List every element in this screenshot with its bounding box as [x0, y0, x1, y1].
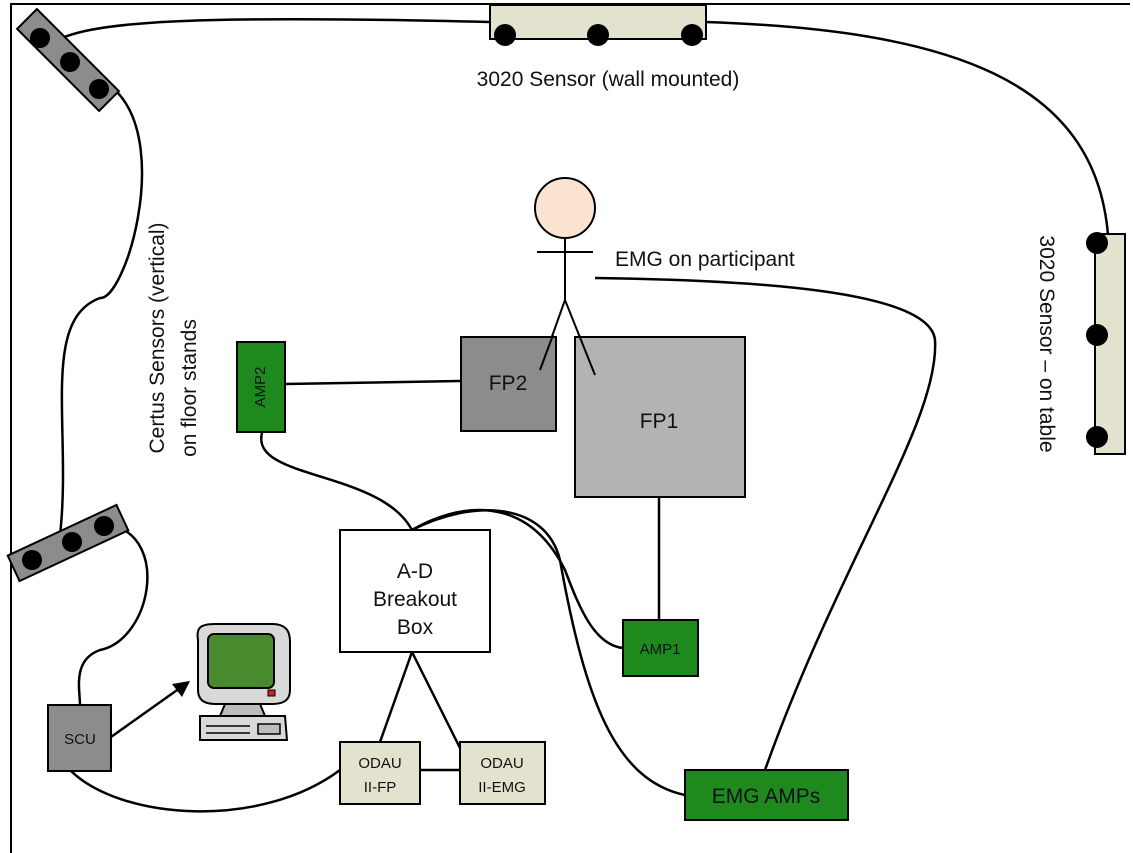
room-wall	[10, 3, 1130, 853]
table-sensor-camera	[1086, 324, 1108, 346]
odau-fp-label-line1: ODAU	[358, 755, 401, 772]
cable-breakout-to-odau-fp	[378, 651, 414, 743]
breakout-label-line3: Box	[397, 616, 434, 639]
cable-certus-top-to-wall-sensor	[49, 17, 491, 46]
amp1-box	[622, 619, 699, 677]
cable-amp2-to-fp2	[284, 379, 461, 386]
odau-fp-label-line2: II-FP	[364, 779, 397, 796]
odau-emg-box	[459, 741, 546, 805]
breakout-label-line1: A-D	[397, 560, 433, 583]
cable-breakout-to-odau-emg	[410, 651, 462, 749]
scu-to-computer-arrow	[110, 686, 181, 739]
certus-bottom-camera	[22, 550, 42, 570]
cable-participant-to-emg-amps	[594, 276, 937, 771]
odau-emg-label-line2: II-EMG	[478, 779, 526, 796]
odau-fp-box	[339, 741, 421, 805]
table-sensor-camera	[1086, 232, 1108, 254]
emg-amps-box	[684, 769, 849, 821]
scu-box	[47, 704, 112, 772]
cable-amp2-to-breakout	[260, 432, 414, 531]
computer-icon	[196, 623, 291, 741]
certus-bottom-camera	[94, 516, 114, 536]
fp1-label: FP1	[640, 410, 679, 433]
breakout-label-line2: Breakout	[373, 588, 457, 611]
table-sensor-label: 3020 Sensor – on table	[1035, 235, 1058, 452]
participant-head	[534, 177, 596, 239]
cable-certus-bottom-to-scu	[77, 523, 149, 706]
participant-left-leg-over	[539, 334, 554, 371]
table-sensor-camera	[1086, 426, 1108, 448]
wall-sensor-camera	[681, 24, 703, 46]
cable-certus-top-to-certus-bottom	[58, 92, 144, 536]
breakout-box	[339, 529, 491, 653]
amp2-label: AMP2	[252, 367, 269, 408]
cable-breakout-to-emg-amps	[411, 509, 686, 797]
amp1-label: AMP1	[640, 641, 681, 658]
cable-wall-sensor-to-table-sensor	[704, 20, 1110, 236]
scu-label: SCU	[64, 731, 96, 748]
odau-emg-label-line1: ODAU	[480, 755, 523, 772]
emg-amps-label: EMG AMPs	[712, 785, 821, 808]
fp1-plate	[574, 336, 746, 498]
certus-top-camera	[89, 79, 109, 99]
fp2-label: FP2	[489, 372, 528, 395]
arrowhead-icon	[172, 681, 190, 697]
wall-sensor-label: 3020 Sensor (wall mounted)	[477, 68, 740, 91]
amp2-box	[236, 341, 286, 433]
certus-label-line1: Certus Sensors (vertical)	[146, 222, 169, 453]
fp2-plate	[460, 336, 557, 432]
certus-bottom-camera	[62, 532, 82, 552]
certus-top-camera	[60, 52, 80, 72]
wall-sensor-camera	[494, 24, 516, 46]
participant-right-leg-over	[578, 334, 596, 376]
wall-sensor-camera	[587, 24, 609, 46]
cable-breakout-to-amp1	[411, 508, 624, 650]
certus-top-camera	[30, 28, 50, 48]
certus-label-line2: on floor stands	[178, 319, 201, 457]
cable-scu-to-odau-fp	[69, 768, 341, 813]
emg-participant-label: EMG on participant	[615, 248, 795, 271]
